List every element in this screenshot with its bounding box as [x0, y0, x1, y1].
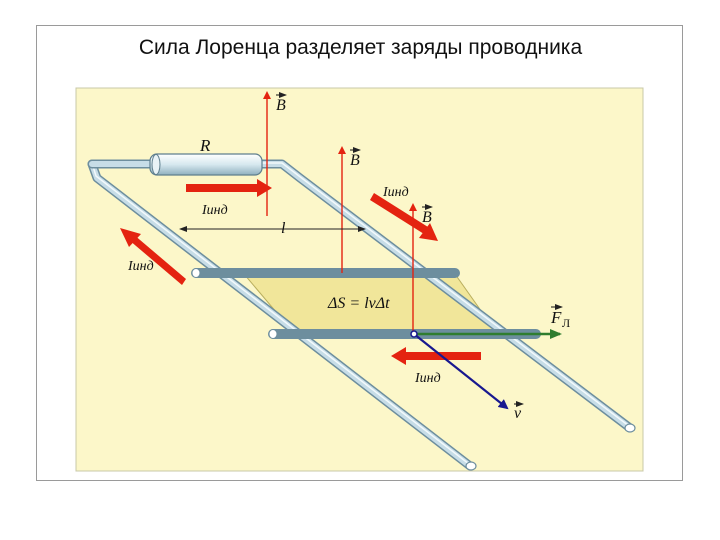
label-current-left: Iинд	[127, 259, 154, 274]
current-arrow-top	[186, 179, 272, 197]
label-velocity: v	[514, 405, 522, 422]
label-force: F	[550, 308, 562, 327]
resistor	[149, 153, 263, 176]
label-force-subscript: Л	[562, 316, 570, 330]
label-current-bottom: Iинд	[414, 371, 441, 386]
label-resistor: R	[199, 136, 211, 155]
label-length: l	[281, 220, 286, 237]
upper-bar	[191, 268, 460, 278]
current-arrow-left	[120, 228, 186, 285]
label-current-top-left: Iинд	[201, 203, 228, 218]
slide-title: Сила Лоренца разделяет заряды проводника	[138, 36, 583, 59]
label-area-formula: ΔS = lvΔt	[327, 295, 390, 312]
top-wire	[87, 159, 636, 433]
label-b-mid: B	[350, 152, 360, 169]
current-arrow-right	[370, 193, 438, 241]
label-b-top: B	[276, 97, 286, 114]
left-rail	[87, 159, 477, 471]
label-b-right: B	[422, 209, 432, 226]
charge-point	[410, 330, 418, 338]
label-current-top-right: Iинд	[382, 185, 409, 200]
velocity-arrow	[413, 333, 509, 410]
